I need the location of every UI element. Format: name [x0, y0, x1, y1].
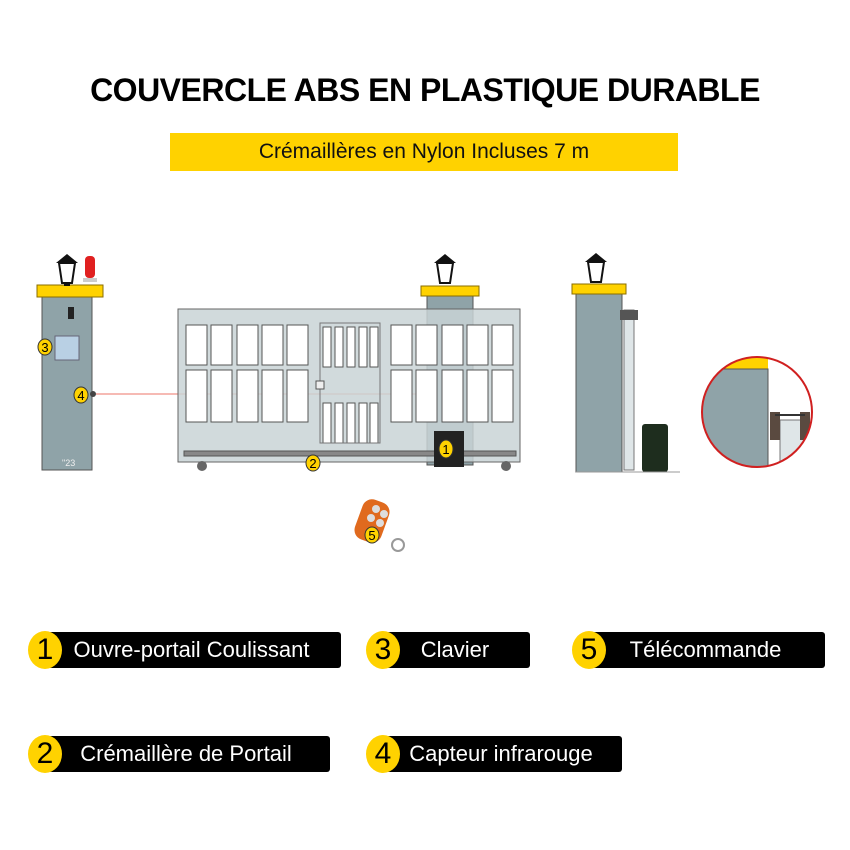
right-post	[571, 253, 680, 473]
svg-text:1: 1	[442, 442, 449, 457]
callout-4: 4	[73, 386, 89, 404]
legend-number: 1	[28, 631, 62, 669]
legend-label: Crémaillère de Portail	[42, 736, 330, 772]
lamp-icon	[585, 253, 607, 283]
legend-label: Capteur infrarouge	[380, 736, 622, 772]
gate-window-pane	[334, 402, 344, 444]
detail-inset	[701, 356, 813, 468]
legend-label: Télécommande	[586, 632, 825, 668]
gate-window-pane	[185, 369, 208, 423]
legend-number: 5	[572, 631, 606, 669]
gate-window-pane	[491, 324, 514, 366]
gate-window-pane	[358, 326, 368, 368]
gate-window-pane	[236, 324, 259, 366]
legend-number: 3	[366, 631, 400, 669]
legend-number: 2	[28, 735, 62, 773]
gate-window-pane	[185, 324, 208, 366]
legend-label: Ouvre-portail Coulissant	[42, 632, 341, 668]
gate-window-pane	[322, 326, 332, 368]
gate-window-pane	[358, 402, 368, 444]
gate-window-pane	[415, 324, 438, 366]
gate-window-pane	[441, 369, 464, 423]
gate-window-pane	[441, 324, 464, 366]
sliding-gate	[177, 308, 521, 471]
keypad	[54, 335, 80, 361]
legend-label: Clavier	[380, 632, 530, 668]
gate-window-pane	[491, 369, 514, 423]
svg-text:5: 5	[368, 528, 375, 543]
gate-window-pane	[286, 324, 309, 366]
gate-window-pane	[334, 326, 344, 368]
gate-window-pane	[346, 326, 356, 368]
gate-window-pane	[210, 369, 233, 423]
gate-window-pane	[390, 369, 413, 423]
post-label: "23	[62, 458, 75, 468]
svg-text:2: 2	[309, 456, 316, 471]
remote-control-icon	[354, 499, 405, 552]
gate-window-pane	[261, 324, 284, 366]
gate-window-pane	[346, 402, 356, 444]
headline: COUVERCLE ABS EN PLASTIQUE DURABLE	[90, 72, 760, 108]
callout-5: 5	[364, 526, 380, 544]
gear-rack	[183, 450, 517, 457]
alarm-light-icon	[83, 256, 97, 282]
infrared-sensor	[90, 391, 96, 397]
svg-text:4: 4	[77, 388, 84, 403]
lamp-icon	[56, 254, 78, 286]
gate-window-pane	[210, 324, 233, 366]
callout-1: 1	[438, 439, 454, 459]
legend-number: 4	[366, 735, 400, 773]
gate-window-pane	[261, 369, 284, 423]
gate-window-pane	[466, 324, 489, 366]
left-post: "23	[36, 254, 104, 471]
gate-window-pane	[415, 369, 438, 423]
gate-window-pane	[369, 326, 379, 368]
callout-3: 3	[37, 338, 53, 356]
subtitle-banner: Crémaillères en Nylon Incluses 7 m	[170, 133, 678, 171]
svg-text:3: 3	[41, 340, 48, 355]
callout-2: 2	[305, 454, 321, 472]
gate-window-pane	[286, 369, 309, 423]
gate-window-pane	[322, 402, 332, 444]
gate-window-pane	[369, 402, 379, 444]
lamp-icon	[434, 254, 456, 284]
gate-window-pane	[236, 369, 259, 423]
gate-window-pane	[466, 369, 489, 423]
gate-window-pane	[390, 324, 413, 366]
